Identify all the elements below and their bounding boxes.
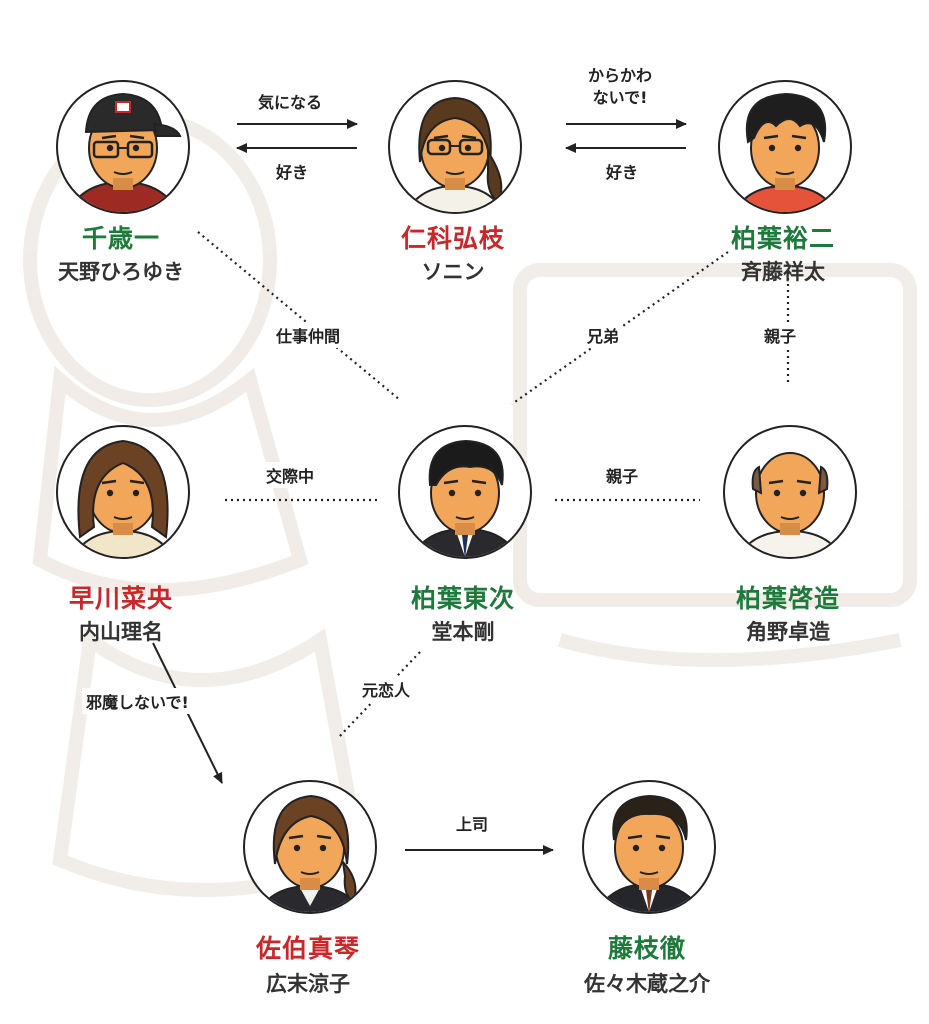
portrait-toji [398,425,532,559]
character-name: 早川菜央 [68,584,173,613]
character-name: 千歳一 [81,224,160,253]
actor-name: 内山理名 [79,620,163,644]
relation-line-toji-saeki [337,651,421,739]
relation-label: からかわ ないで! [584,64,657,110]
relation-label: 気になる [254,88,327,114]
relation-label: 好き [272,158,313,184]
character-name: 佐伯真琴 [255,934,360,963]
relation-label: 交際中 [262,462,319,488]
relation-label: 好き [602,158,643,184]
portrait-chitose [56,80,190,214]
character-name: 柏葉東次 [410,584,515,613]
relation-label: 親子 [602,462,643,488]
character-name: 藤枝徹 [607,934,686,963]
character-name: 仁科弘枝 [400,224,505,253]
relation-label: 邪魔しないで! [82,688,193,714]
actor-name: 斉藤祥太 [741,260,825,284]
portrait-keizo [723,425,857,559]
portrait-nishina [388,80,522,214]
relation-label: 元恋人 [358,676,415,702]
portrait-fujieda [582,780,716,914]
actor-name: ソニン [421,260,485,284]
relation-label: 親子 [760,322,801,348]
relation-label: 上司 [452,810,493,836]
actor-name: 広末涼子 [266,972,350,996]
actor-name: 角野卓造 [746,620,830,644]
relation-line-chitose-toji [197,231,401,401]
relation-label: 仕事仲間 [272,322,345,348]
character-name: 柏葉裕二 [730,224,835,253]
portrait-saeki [243,780,377,914]
actor-name: 天野ひろゆき [58,260,184,284]
actor-name: 佐々木蔵之介 [584,972,710,996]
actor-name: 堂本剛 [431,620,495,644]
relation-label: 兄弟 [583,322,624,348]
portrait-hayakawa [56,425,190,559]
portrait-yuji [718,80,852,214]
character-name: 柏葉啓造 [735,584,840,613]
